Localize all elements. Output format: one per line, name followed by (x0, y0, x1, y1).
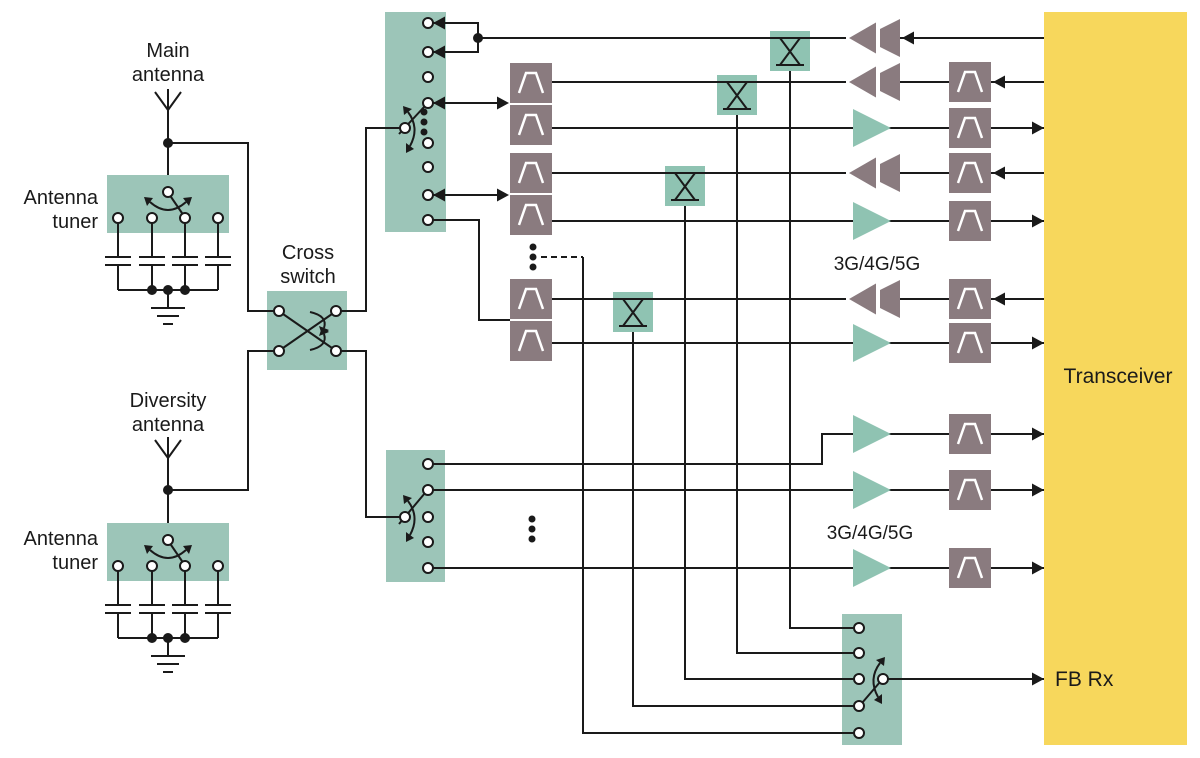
bandpass-filter-icon-rx2 (947, 199, 993, 243)
signal-row-wires (433, 37, 1044, 680)
bandpass-filter-icon-duplexer1-tx (508, 61, 554, 105)
cross-switch-ports (273, 305, 342, 357)
bandpass-filter-icon-duplexer3-tx (508, 277, 554, 321)
more-bands-ellipsis (529, 243, 537, 271)
band-label-top: 3G/4G/5G (834, 254, 921, 275)
coupler-tap-wires (541, 65, 854, 734)
lna-icon-4 (853, 415, 891, 453)
cross-switch-output-wires (341, 127, 400, 518)
bandpass-filter-icon-rx3 (947, 321, 993, 365)
transceiver-box (1044, 12, 1187, 745)
lna-icon-5 (853, 471, 891, 509)
bandpass-filter-icon-duplexer1-rx (508, 103, 554, 147)
power-amplifier-icon-3 (837, 152, 902, 194)
diversity-antenna-label-line1: Diversity (130, 390, 207, 412)
directional-coupler-icon-4 (612, 291, 654, 333)
antenna-feed-wires (167, 110, 274, 536)
diversity-tuner-label-line1: Antenna (23, 528, 98, 550)
main-antenna-icon (154, 88, 182, 111)
bandpass-filter-icon-tx1 (947, 60, 993, 104)
bandpass-filter-icon-tx3 (947, 277, 993, 321)
bandpass-filter-icon-drx3 (947, 546, 993, 590)
bandpass-filter-icon-duplexer3-rx (508, 319, 554, 363)
bandpass-filter-icon-drx1 (947, 412, 993, 456)
fb-switch-ports (853, 622, 889, 739)
power-amplifier-icon-1 (837, 17, 902, 59)
main-antenna-tuner (105, 175, 231, 324)
diversity-switch-ports (399, 458, 536, 574)
directional-coupler-icon-1 (769, 30, 811, 72)
directional-coupler-icon-3 (664, 165, 706, 207)
directional-coupler-icon-2 (716, 74, 758, 116)
main-tuner-label-line2: tuner (52, 211, 98, 233)
main-antenna-label-line2: antenna (132, 64, 205, 86)
bandpass-filter-icon-tx2 (947, 151, 993, 195)
diversity-tuner-label-line2: tuner (52, 552, 98, 574)
lna-icon-6 (853, 549, 891, 587)
transceiver-label: Transceiver (1064, 365, 1173, 388)
cross-switch-rotation-arrows (309, 311, 329, 351)
tx-antenna-switch-bank (385, 12, 446, 232)
cross-switch-label-line2: switch (280, 266, 336, 288)
main-antenna-label-line1: Main (146, 40, 189, 62)
power-amplifier-icon-2 (837, 61, 902, 103)
tx-switch-ports (399, 17, 434, 226)
lna-icon-3 (853, 324, 891, 362)
power-amplifier-icon-4 (837, 278, 902, 320)
diversity-antenna-icon (154, 436, 182, 459)
lna-icon-1 (853, 109, 891, 147)
diversity-antenna-label-line2: antenna (132, 414, 205, 436)
junction-dots (163, 33, 483, 495)
bandpass-filter-icon-rx1 (947, 106, 993, 150)
diversity-antenna-tuner (105, 523, 231, 672)
bandpass-filter-icon-drx2 (947, 468, 993, 512)
cross-switch-label-line1: Cross (282, 242, 334, 264)
lna-icon-2 (853, 202, 891, 240)
bandpass-filter-icon-duplexer2-tx (508, 151, 554, 195)
fb-rx-label: FB Rx (1055, 668, 1114, 691)
bandpass-filter-icon-duplexer2-rx (508, 193, 554, 237)
band-label-bottom: 3G/4G/5G (827, 523, 914, 544)
main-tuner-label-line1: Antenna (23, 187, 98, 209)
